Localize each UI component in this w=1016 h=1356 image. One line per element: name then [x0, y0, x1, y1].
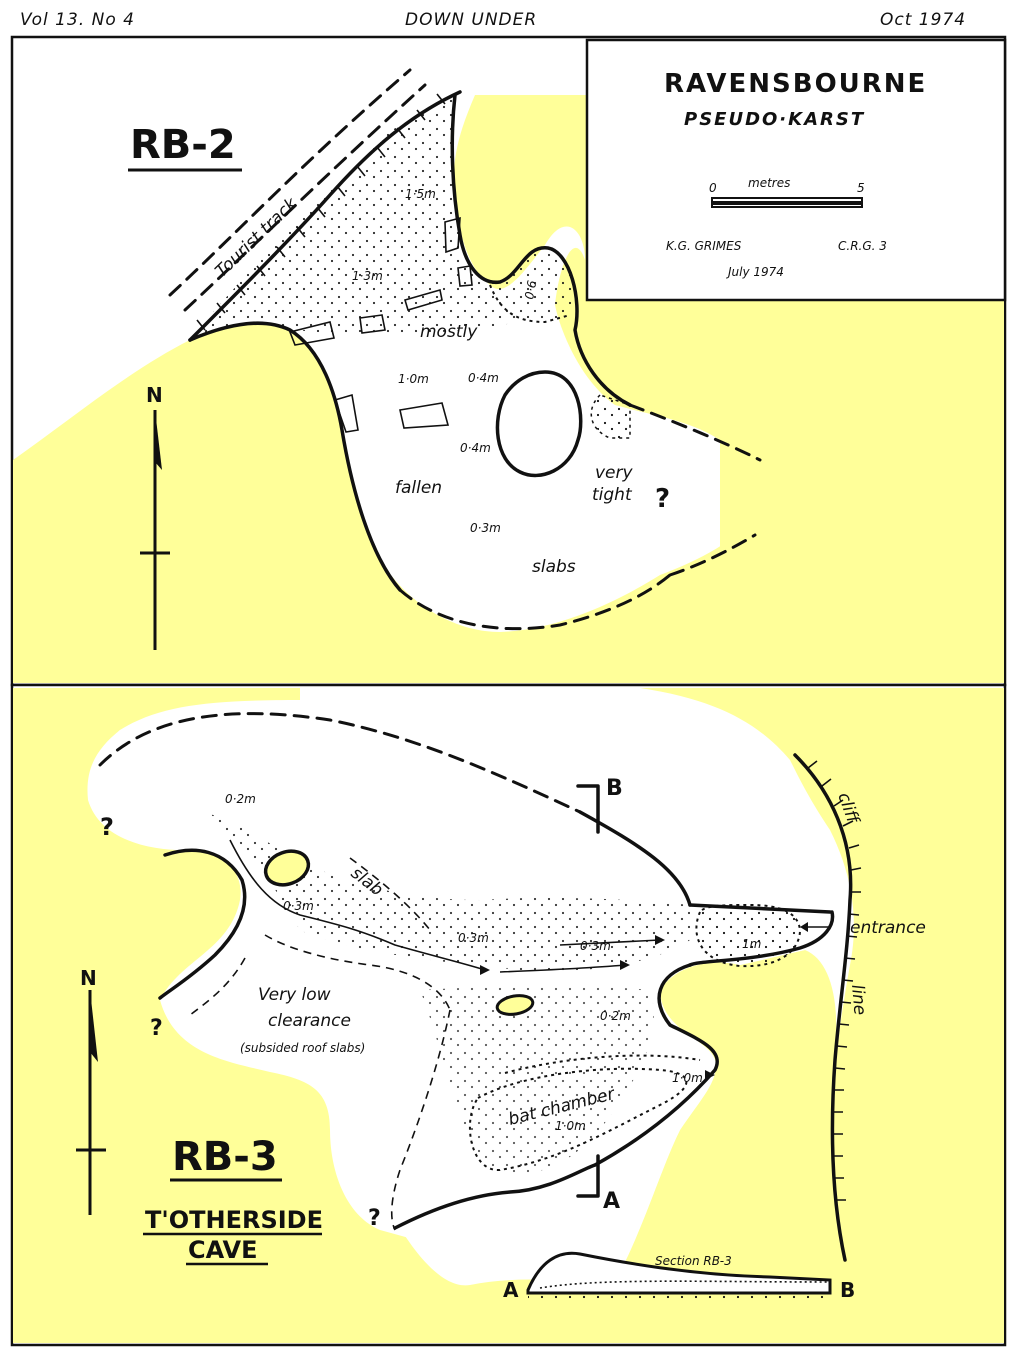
- rb2-depth-3: 0·6: [522, 279, 539, 301]
- scale-label: metres: [748, 176, 790, 190]
- rb3-section-left: A: [503, 1278, 519, 1302]
- rb3-section-mark-a: A: [603, 1189, 620, 1214]
- rb2-depth-5: 0·4m: [468, 371, 499, 385]
- rb3-subtitle-2: CAVE: [188, 1236, 258, 1264]
- rb3-depth-8: 1·0m: [555, 1119, 586, 1133]
- map-grade: C.R.G. 3: [838, 239, 887, 253]
- map-subtitle: PSEUDO·KARST: [684, 109, 865, 130]
- rb3-section-label: Section RB-3: [655, 1254, 732, 1268]
- rb3-sediment-lower: [420, 986, 654, 1174]
- header-publication: DOWN UNDER: [405, 10, 537, 30]
- rb2-tourist-track: [168, 68, 427, 312]
- rb3-q-2: ?: [150, 1016, 163, 1041]
- rb3-depth-2: 0·3m: [283, 899, 314, 913]
- rb3-depth-5: 1m: [742, 937, 761, 951]
- rb3-depth-labels: 0·2m 0·3m 0·3m 0·3m 1m 0·2m 1·0m 1·0m: [225, 792, 761, 1133]
- rb2-depth-2: 1·3m: [352, 269, 383, 283]
- rb2-depth-labels: 1·5m 1·3m 0·6 1·0m 0·4m 0·4m 0·3m: [352, 187, 539, 535]
- rb3-cross-section: [526, 1251, 832, 1300]
- scale-bar: metres 0 5: [709, 176, 865, 208]
- rb3-stream-arrows: [229, 839, 830, 1080]
- rb3-section-markers: [576, 784, 600, 1198]
- rb2-note-very: very: [595, 463, 634, 483]
- rb2-rock-area: [13, 95, 1004, 683]
- rb3-depth-4: 0·3m: [580, 939, 611, 953]
- rb3-section-right: B: [840, 1278, 855, 1302]
- rb2-sediment-pattern: [190, 95, 574, 340]
- scale-min: 0: [709, 181, 717, 195]
- rb3-label-entrance: entrance: [850, 918, 926, 938]
- map-title: RAVENSBOURNE: [664, 69, 927, 99]
- header-date: Oct 1974: [880, 10, 966, 30]
- rb3-label-low-3: (subsided roof slabs): [240, 1041, 365, 1055]
- map-survey-date: July 1974: [726, 265, 784, 279]
- rb3-label-low-1: Very low: [258, 985, 331, 1005]
- scale-max: 5: [857, 181, 865, 195]
- rb2-cliff-ticks: [188, 90, 462, 342]
- rb3-depth-3: 0·3m: [458, 931, 489, 945]
- rb2-cave-walls: [188, 93, 762, 631]
- map-author: K.G. GRIMES: [666, 239, 742, 253]
- rb3-north-label: N: [80, 966, 97, 990]
- rb3-unknown-marks: ? ? ?: [100, 813, 381, 1231]
- rb3-subtitle-1: T'OTHERSIDE: [145, 1206, 323, 1234]
- rb2-note-fallen: fallen: [395, 478, 442, 498]
- rb3-depth-7: 1·0m: [672, 1071, 703, 1085]
- rb2-note-mostly: mostly: [420, 322, 478, 342]
- rb3-title: RB-3: [172, 1134, 278, 1180]
- rb2-north-label: N: [146, 383, 163, 407]
- rb3-sediment-streamway: [195, 810, 690, 971]
- rb2-note-question: ?: [655, 484, 670, 514]
- rb3-depth-6: 0·2m: [600, 1009, 631, 1023]
- rb3-label-low-2: clearance: [268, 1011, 351, 1031]
- rb3-cliff-line: [793, 753, 862, 1262]
- rb3-section-mark-b: B: [606, 776, 623, 801]
- rb3-depth-1: 0·2m: [225, 792, 256, 806]
- rb3-q-1: ?: [100, 813, 114, 841]
- rb3-cave-walls: [98, 712, 835, 1230]
- title-box: [585, 38, 1007, 302]
- rb3-q-3: ?: [368, 1206, 381, 1231]
- header-volume: Vol 13. No 4: [20, 10, 135, 30]
- rb2-note-slabs: slabs: [532, 557, 576, 577]
- rb2-slab-blocks: [288, 216, 473, 433]
- rb2-depth-7: 0·3m: [470, 521, 501, 535]
- rb2-north-arrow: [140, 410, 170, 650]
- rb2-title: RB-2: [130, 122, 236, 168]
- rb3-slab-edges: [189, 857, 451, 1231]
- rb2-depth-6: 0·4m: [460, 441, 491, 455]
- rb3-label-line: line: [847, 984, 870, 1016]
- rb2-depth-4: 1·0m: [398, 372, 429, 386]
- rb3-north-arrow: [76, 990, 106, 1215]
- rb2-depth-1: 1·5m: [405, 187, 436, 201]
- rb2-note-tight: tight: [592, 485, 633, 505]
